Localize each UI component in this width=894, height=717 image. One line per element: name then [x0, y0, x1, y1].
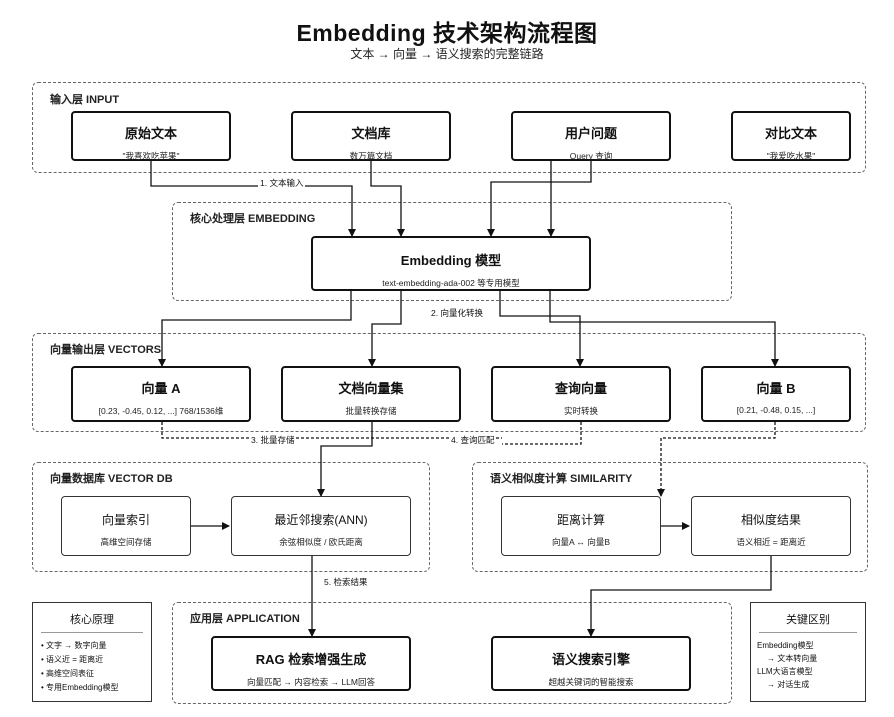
- node-title: 对比文本: [764, 126, 817, 141]
- note-key-differences: 关键区别 Embedding模型 → 文本转向量 LLM大语言模型 → 对话生成: [750, 602, 866, 702]
- node-similarity-result: 相似度结果 语义相近 = 距离近: [691, 496, 851, 556]
- node-title: 查询向量: [554, 381, 607, 396]
- node-distance-calc: 距离计算 向量A ↔ 向量B: [501, 496, 661, 556]
- note-core-principles: 核心原理 • 文字 → 数字向量 • 语义近 = 距离近 • 高维空间表征 • …: [32, 602, 152, 702]
- node-embedding-model: Embedding 模型 text-embedding-ada-002 等专用模…: [311, 236, 591, 291]
- node-compare-text: 对比文本 "我爱吃水果": [731, 111, 851, 161]
- node-subtitle: 余弦相似度 / 欧氏距离: [279, 537, 363, 547]
- node-title: 用户问题: [564, 126, 617, 141]
- vectors-layer-label: 向量输出层 VECTORS: [50, 344, 162, 356]
- node-user-question: 用户问题 Query 查询: [511, 111, 671, 161]
- edge-label-query-match: 4. 查询匹配: [449, 434, 497, 446]
- application-layer-group: [172, 602, 732, 704]
- node-ann-search: 最近邻搜索(ANN) 余弦相似度 / 欧氏距离: [231, 496, 411, 556]
- node-title: 向量索引: [101, 513, 150, 527]
- node-subtitle: "我爱吃水果": [766, 151, 816, 161]
- node-query-vector: 查询向量 实时转换: [491, 366, 671, 422]
- note-item: • 专用Embedding模型: [41, 683, 119, 692]
- note-list: • 文字 → 数字向量 • 语义近 = 距离近 • 高维空间表征 • 专用Emb…: [33, 639, 151, 695]
- node-vector-index: 向量索引 高维空间存储: [61, 496, 191, 556]
- node-title: 语义搜索引擎: [551, 652, 630, 667]
- note-item: → 对话生成: [767, 680, 810, 689]
- node-subtitle: 向量匹配 → 内容检索 → LLM回答: [247, 677, 375, 687]
- node-title: 最近邻搜索(ANN): [274, 513, 368, 527]
- node-subtitle: 数万篇文档: [349, 151, 393, 161]
- embedding-layer-label: 核心处理层 EMBEDDING: [190, 213, 316, 225]
- node-title: Embedding 模型: [400, 253, 502, 268]
- node-doc-vectors: 文档向量集 批量转换存储: [281, 366, 461, 422]
- node-subtitle: Query 查询: [569, 151, 613, 161]
- node-doc-library: 文档库 数万篇文档: [291, 111, 451, 161]
- node-vector-a: 向量 A [0.23, -0.45, 0.12, ...] 768/1536维: [71, 366, 251, 422]
- node-subtitle: 实时转换: [563, 406, 598, 416]
- node-subtitle: 批量转换存储: [345, 406, 397, 416]
- node-title: 相似度结果: [740, 513, 801, 527]
- node-rag: RAG 检索增强生成 向量匹配 → 内容检索 → LLM回答: [211, 636, 411, 691]
- note-item: • 语义近 = 距离近: [41, 655, 104, 664]
- edge-label-text-input: 1. 文本输入: [258, 177, 306, 189]
- note-title: 核心原理: [41, 611, 143, 633]
- edge-label-batch-store: 3. 批量存储: [249, 434, 297, 446]
- node-title: 向量 A: [141, 381, 181, 396]
- similarity-layer-label: 语义相似度计算 SIMILARITY: [490, 473, 633, 485]
- note-item: • 文字 → 数字向量: [41, 641, 107, 650]
- node-title: RAG 检索增强生成: [255, 652, 367, 667]
- node-subtitle: 语义相近 = 距离近: [736, 537, 806, 547]
- node-title: 文档库: [351, 126, 391, 141]
- similarity-layer-group: [472, 462, 868, 572]
- node-semantic-search: 语义搜索引擎 超越关键词的智能搜索: [491, 636, 691, 691]
- diagram-title: Embedding 技术架构流程图: [296, 20, 598, 46]
- vectordb-layer-group: [32, 462, 430, 572]
- node-title: 文档向量集: [338, 381, 404, 396]
- node-title: 距离计算: [556, 513, 605, 527]
- node-vector-b: 向量 B [0.21, -0.48, 0.15, ...]: [701, 366, 851, 422]
- node-raw-text: 原始文本 "我喜欢吃苹果": [71, 111, 231, 161]
- note-item: → 文本转向量: [767, 654, 818, 663]
- node-subtitle: 高维空间存储: [100, 537, 152, 547]
- edge-label-search-results: 5. 检索结果: [322, 576, 370, 588]
- node-title: 向量 B: [756, 381, 796, 396]
- application-layer-label: 应用层 APPLICATION: [190, 613, 300, 625]
- edge-label-vectorize: 2. 向量化转换: [429, 307, 485, 319]
- vectors-layer-group: [32, 333, 866, 432]
- node-title: 原始文本: [124, 126, 177, 141]
- diagram-subtitle: 文本 → 向量 → 语义搜索的完整链路: [350, 47, 544, 61]
- input-layer-group: [32, 82, 866, 173]
- node-subtitle: [0.23, -0.45, 0.12, ...] 768/1536维: [98, 406, 224, 416]
- note-item: LLM大语言模型: [757, 667, 813, 676]
- node-subtitle: 超越关键词的智能搜索: [548, 677, 634, 687]
- node-subtitle: "我喜欢吃苹果": [122, 151, 180, 161]
- embedding-layer-group: [172, 202, 732, 301]
- vectordb-layer-label: 向量数据库 VECTOR DB: [50, 473, 173, 485]
- note-item: Embedding模型: [757, 641, 814, 650]
- note-item: • 高维空间表征: [41, 669, 95, 678]
- note-title: 关键区别: [759, 611, 857, 633]
- node-subtitle: [0.21, -0.48, 0.15, ...]: [736, 405, 816, 415]
- note-list: Embedding模型 → 文本转向量 LLM大语言模型 → 对话生成: [751, 639, 865, 691]
- input-layer-label: 输入层 INPUT: [50, 94, 120, 106]
- node-subtitle: text-embedding-ada-002 等专用模型: [382, 278, 520, 288]
- node-subtitle: 向量A ↔ 向量B: [551, 537, 611, 547]
